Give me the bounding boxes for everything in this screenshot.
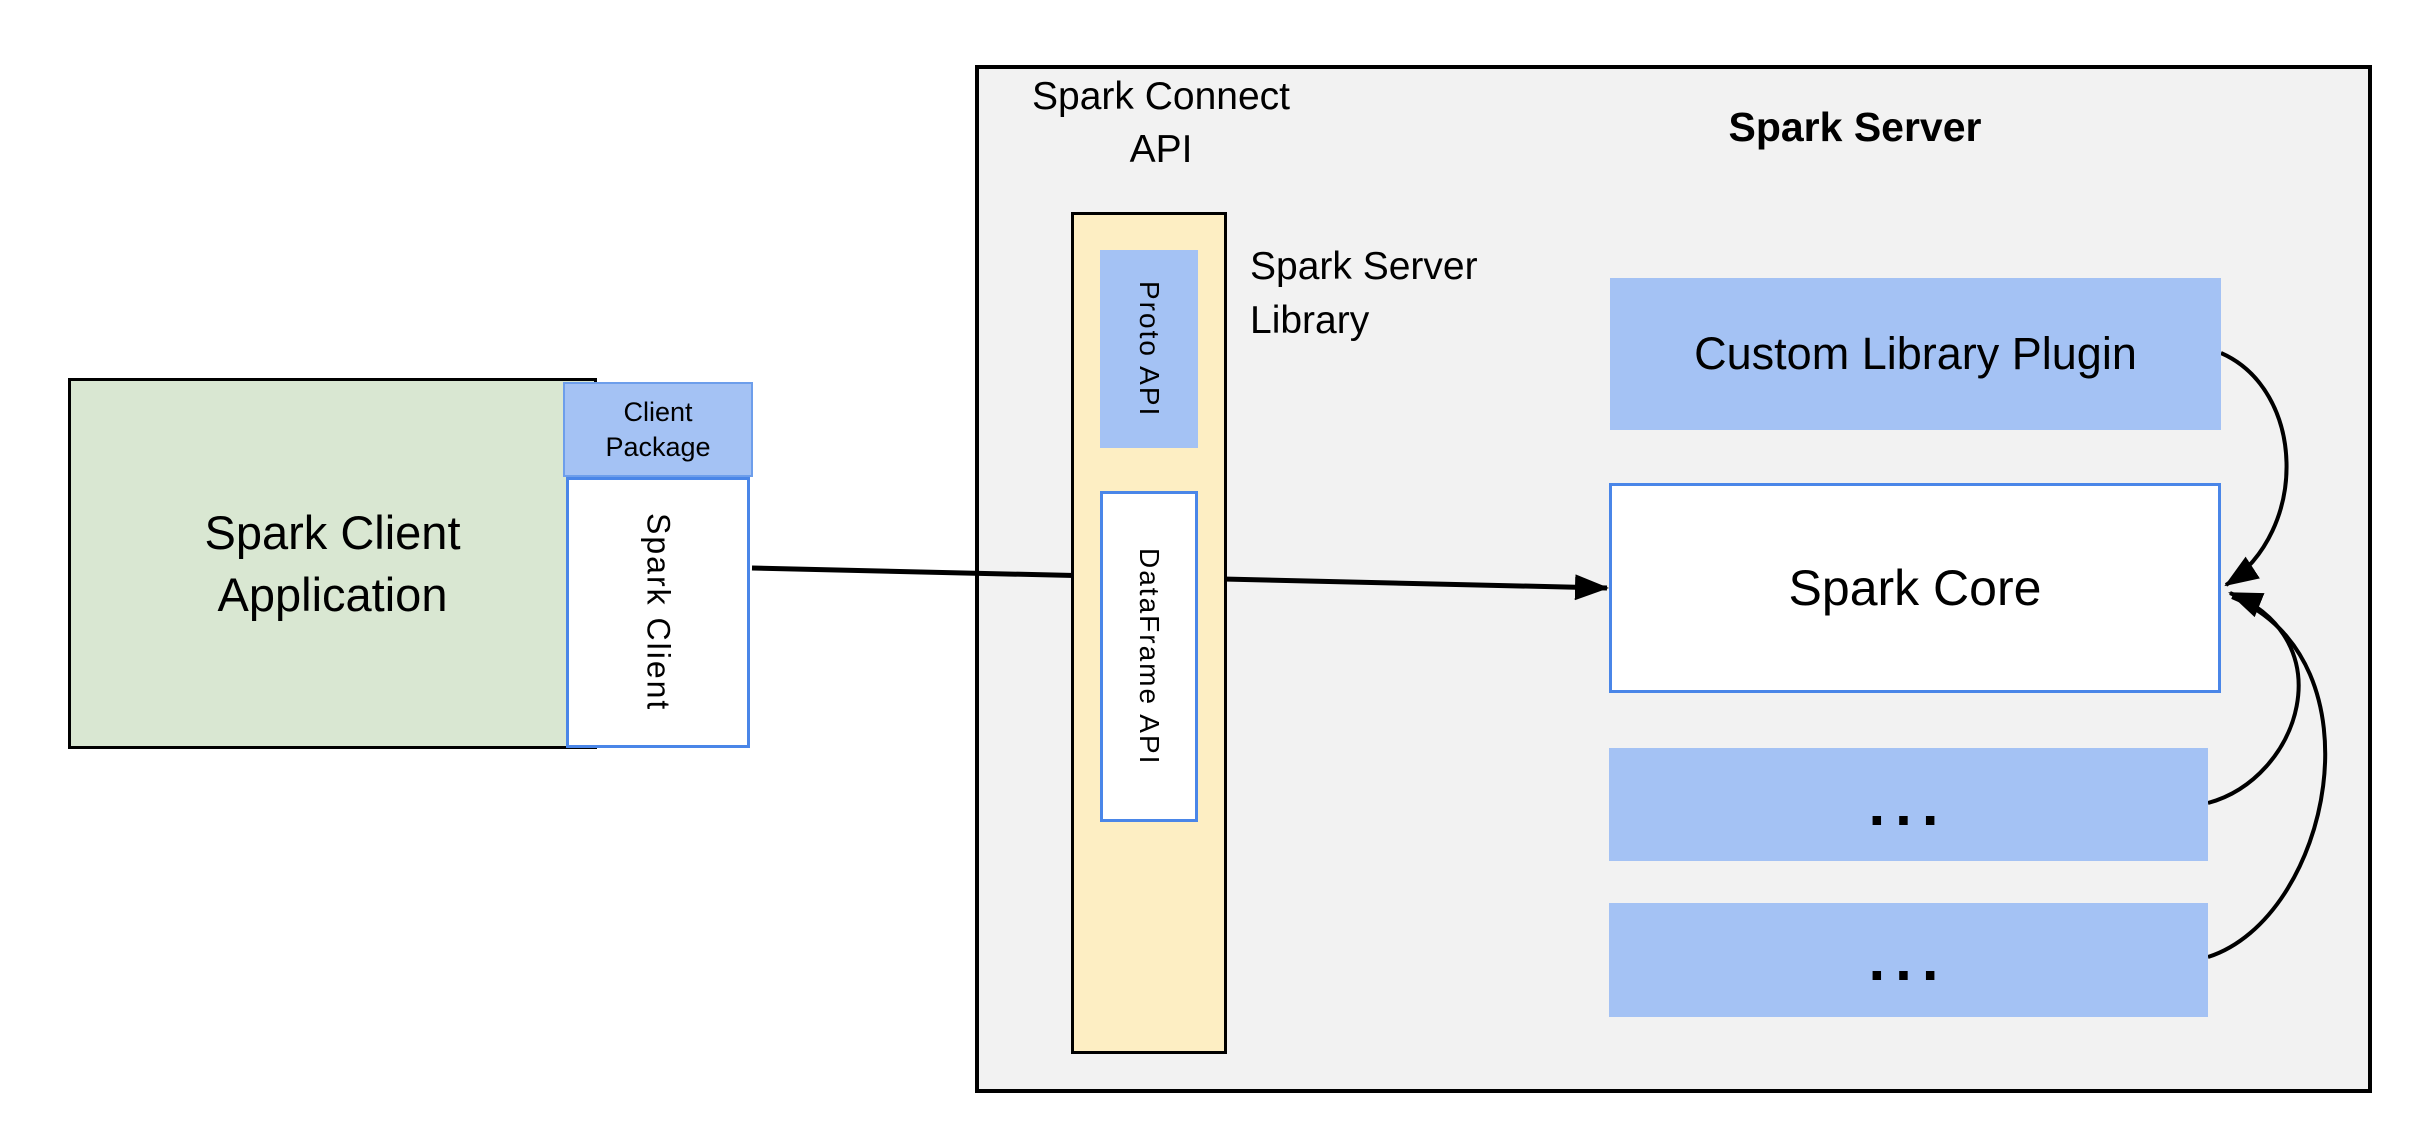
ellipsis-label-2: ... — [1868, 926, 1949, 993]
proto-api-label: Proto API — [1134, 280, 1165, 418]
proto-api-box: Proto API — [1100, 250, 1198, 448]
dataframe-api-label: DataFrame API — [1134, 547, 1165, 766]
dataframe-api-box: DataFrame API — [1100, 491, 1198, 822]
spark-client-box: Spark Client — [566, 477, 750, 748]
custom-library-plugin-label: Custom Library Plugin — [1694, 328, 2137, 379]
spark-server-title: Spark Server — [1728, 104, 1982, 150]
spark-connect-api-label: Spark Connect API — [1032, 75, 1290, 171]
spark-core-box: Spark Core — [1609, 483, 2221, 693]
spark-client-application-box: Spark Client Application — [68, 378, 597, 749]
custom-library-plugin-box: Custom Library Plugin — [1610, 278, 2221, 430]
ellipsis-label-1: ... — [1868, 770, 1949, 838]
ellipsis-box-2: ... — [1609, 903, 2208, 1017]
client-package-box: Client Package — [563, 382, 753, 477]
spark-server-library-label: Spark Server Library — [1250, 245, 1478, 342]
client-package-label: Client Package — [605, 396, 711, 462]
spark-client-application-label: Spark Client Application — [204, 505, 461, 621]
spark-client-label: Spark Client — [640, 513, 677, 712]
spark-core-label: Spark Core — [1788, 560, 2042, 616]
ellipsis-box-1: ... — [1609, 748, 2208, 861]
